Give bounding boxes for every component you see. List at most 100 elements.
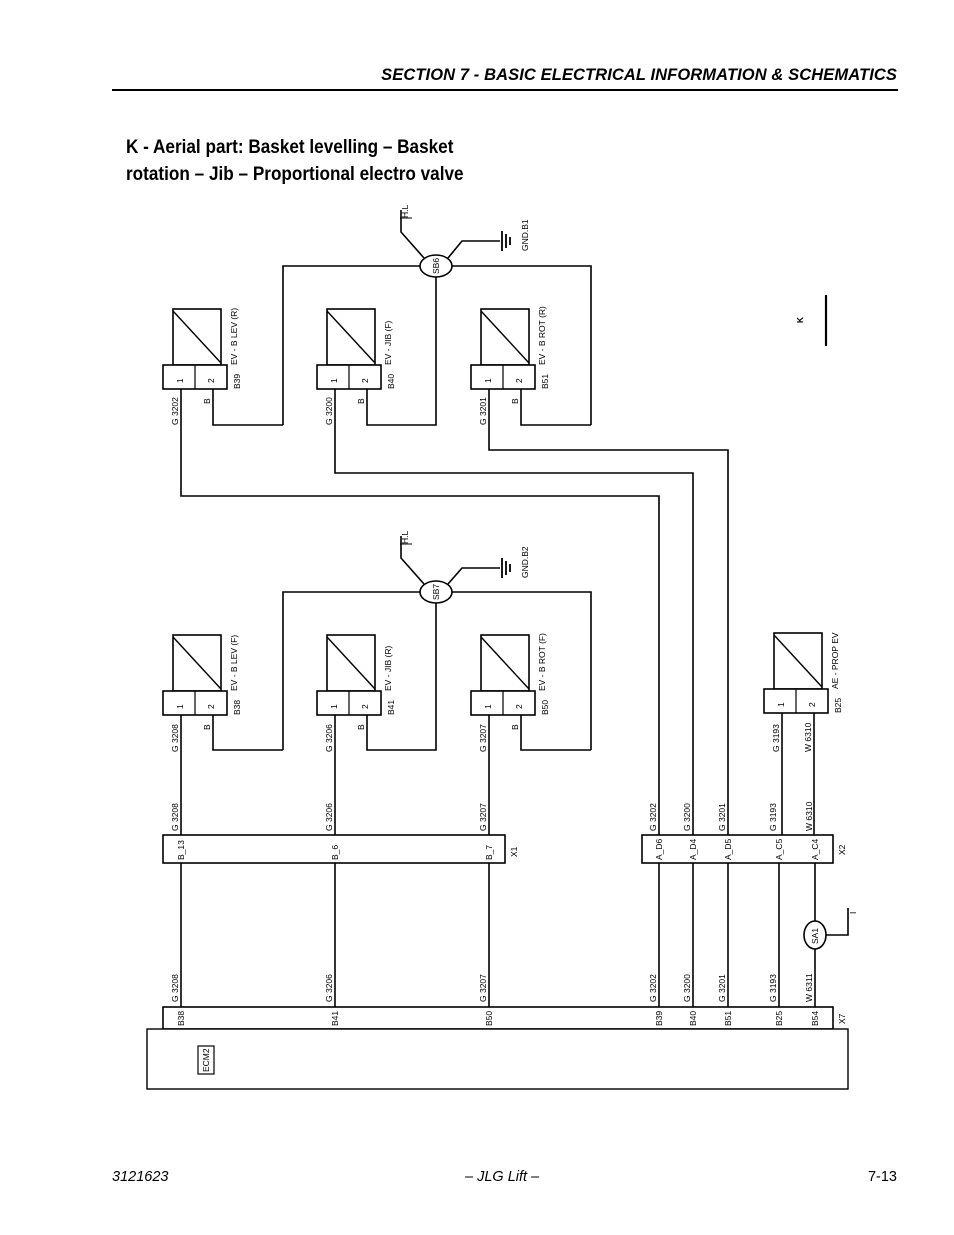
valve-top-1-name: EV - B LEV (R) [229, 308, 239, 365]
valve-top-2-pin1: 1 [329, 378, 339, 383]
components [146, 217, 849, 1090]
x2-pin-5: A_C4 [810, 838, 820, 860]
wire-top-return-3 [452, 265, 592, 425]
wire-bottom-return-2 [366, 603, 437, 751]
wire-top-return-3b [520, 389, 591, 426]
wire-g3201-run [488, 389, 729, 835]
x7-pin-6: B51 [723, 1011, 733, 1026]
valve-top-3-pin1: 1 [483, 378, 493, 383]
valve-bottom-3-pin1: 1 [483, 704, 493, 709]
wire-bottom-return-1b [212, 715, 283, 751]
valve-prop-name: AE - PROP EV [830, 632, 840, 689]
connector-x1 [162, 834, 506, 864]
wire-g3202-run [180, 389, 660, 835]
valve-top-1-return-label: B [202, 398, 212, 404]
valve-top-3-connector-label: B51 [540, 374, 550, 389]
section-header: SECTION 7 - BASIC ELECTRICAL INFORMATION… [381, 66, 897, 84]
splice-sb7 [419, 580, 453, 604]
wire-sb6-supply [400, 210, 425, 259]
splice-sa1-label: SA1 [810, 928, 820, 944]
sb7-supply-label: H.L [400, 531, 410, 545]
x2-wire-label-5: W 6310 [804, 801, 814, 831]
x1-name: X1 [509, 846, 519, 857]
ecm2-label: ECM2 [201, 1048, 211, 1072]
wire-sa1-supply [826, 908, 849, 936]
splice-sb7-label: SB7 [431, 584, 441, 600]
x7-wire-label-1: G 3208 [170, 974, 180, 1002]
valve-bottom-3-diagonal [480, 636, 530, 690]
valve-bottom-3-wire-label: G 3207 [478, 724, 488, 752]
valve-bottom-3-return-label: B [510, 724, 520, 730]
footer-doc-number: 3121623 [112, 1169, 169, 1185]
x7-wire-label-6: G 3201 [717, 974, 727, 1002]
valve-top-3-diagonal [480, 310, 530, 364]
wire-sb7-supply [400, 536, 425, 585]
ecm2-tag [197, 1045, 215, 1075]
valve-top-1-connector-label: B39 [232, 374, 242, 389]
x1-pin-1: B_13 [176, 840, 186, 860]
valve-top-1-pin2: 2 [206, 378, 216, 383]
section-letter-k: K [795, 316, 805, 323]
valve-prop-coil [773, 632, 823, 690]
valve-bottom-1-diagonal [172, 636, 222, 690]
valve-prop-pin2: 2 [807, 702, 817, 707]
x2-pin-3: A_D5 [723, 838, 733, 860]
valve-top-2-return-label: B [356, 398, 366, 404]
valve-bottom-2-diagonal [326, 636, 376, 690]
ecm2-module [146, 1028, 849, 1090]
connector-x2 [641, 834, 834, 864]
x2-pin-4: A_C5 [774, 838, 784, 860]
x7-name: X7 [837, 1013, 847, 1024]
x2-pin-2: A_D4 [688, 838, 698, 860]
valve-prop-connector-label: B25 [833, 698, 843, 713]
valve-bottom-2-connector-label: B41 [386, 700, 396, 715]
valve-bottom-3-name: EV - B ROT (F) [537, 633, 547, 691]
valve-prop-wire2-label: W 6310 [803, 722, 813, 752]
valve-bottom-2-name: EV - JIB (R) [383, 645, 393, 691]
valve-top-2-wire-label: G 3200 [324, 397, 334, 425]
title-line-2: rotation – Jib – Proportional electro va… [126, 163, 464, 185]
splice-sa1 [803, 920, 827, 950]
x1-wire-label-1: G 3208 [170, 803, 180, 831]
wires [180, 210, 849, 1007]
x7-pin-3: B50 [484, 1011, 494, 1026]
valve-top-2-connector-label: B40 [386, 374, 396, 389]
wire-bottom-return-3b [520, 715, 591, 751]
x1-wire-label-3: G 3207 [478, 803, 488, 831]
page-title: K - Aerial part: Basket levelling – Bask… [126, 134, 496, 188]
x7-pin-7: B25 [774, 1011, 784, 1026]
x1-pin-2: B_6 [330, 845, 340, 860]
x7-wire-label-2: G 3206 [324, 974, 334, 1002]
valve-bottom-2-wire-label: G 3206 [324, 724, 334, 752]
footer-brand: – JLG Lift – [465, 1169, 540, 1185]
wire-sb6-ground [447, 240, 500, 259]
valve-top-1-pin1: 1 [175, 378, 185, 383]
wire-bottom-return-3 [452, 591, 592, 750]
x7-pin-8: B54 [810, 1011, 820, 1026]
labels: K EV - B LEV (R) 1 2 B39 EV - JIB (F) 1 2 B40 EV … [170, 205, 858, 1073]
x7-wire-label-5: G 3200 [682, 974, 692, 1002]
valve-top-1-diagonal [172, 310, 222, 364]
valve-top-3-return-label: B [510, 398, 520, 404]
valve-bottom-1-name: EV - B LEV (F) [229, 635, 239, 691]
wire-top-return-2 [366, 277, 437, 426]
valve-top-2-diagonal [326, 310, 376, 364]
x2-name: X2 [837, 844, 847, 855]
x7-pin-1: B38 [176, 1011, 186, 1026]
sa1-supply-label: I [848, 912, 858, 914]
valve-top-2-name: EV - JIB (F) [383, 320, 393, 365]
valve-bottom-3-connector-label: B50 [540, 700, 550, 715]
title-line-1: K - Aerial part: Basket levelling – Bask… [126, 136, 454, 158]
valve-prop-diagonal [773, 634, 823, 688]
x1-pin-3: B_7 [484, 845, 494, 860]
valve-top-1-wire-label: G 3202 [170, 397, 180, 425]
valve-bottom-2-return-label: B [356, 724, 366, 730]
valve-top-3-wire-label: G 3201 [478, 397, 488, 425]
x2-wire-label-4: G 3193 [768, 803, 778, 831]
sb6-supply-label: H.L [400, 205, 410, 219]
x7-pin-2: B41 [330, 1011, 340, 1026]
ground-gnd-b1-label: GND.B1 [520, 219, 530, 251]
wire-sb7-ground [447, 567, 500, 585]
wire-bottom-return-1 [282, 591, 420, 750]
